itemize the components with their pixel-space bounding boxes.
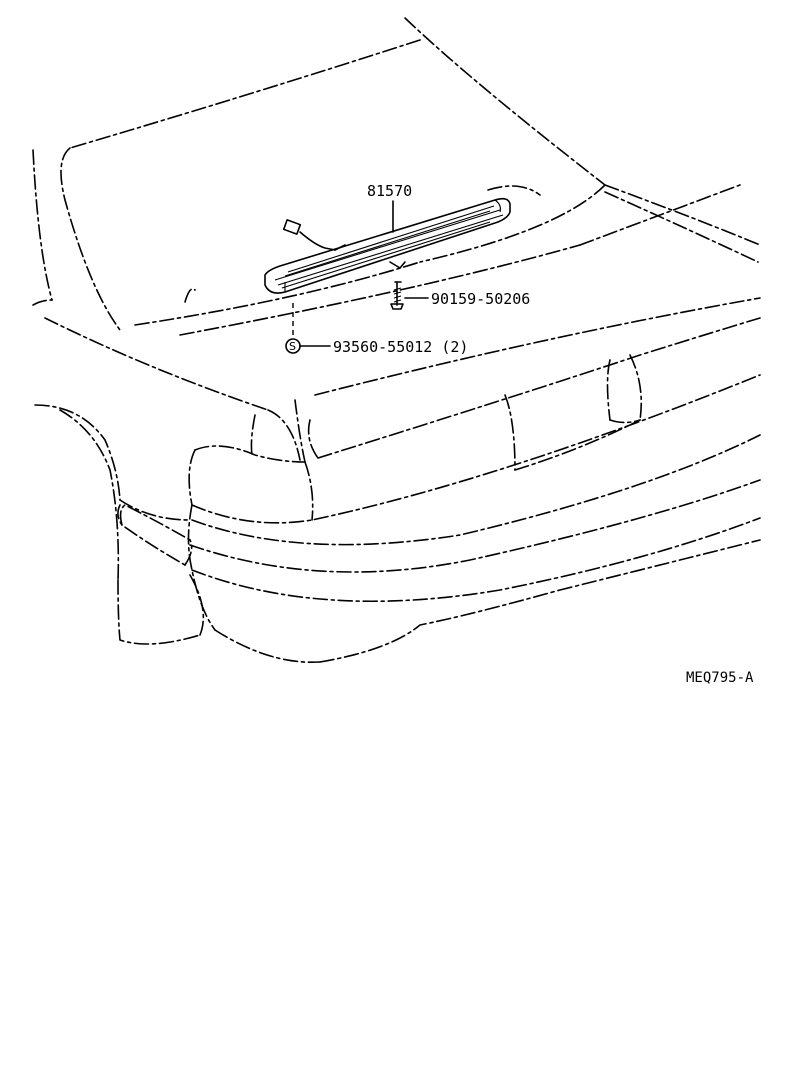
screw-part-number: 90159-50206 [431,290,530,308]
figure-code: MEQ795-A [686,670,754,686]
car-body-outline [32,17,761,664]
nut-part-number: 93560-55012 (2) [333,338,468,356]
nut-symbol: S [289,340,296,353]
high-mount-stop-lamp [264,197,511,294]
lamp-part-number: 81570 [367,182,412,200]
screw-fastener [390,281,404,310]
